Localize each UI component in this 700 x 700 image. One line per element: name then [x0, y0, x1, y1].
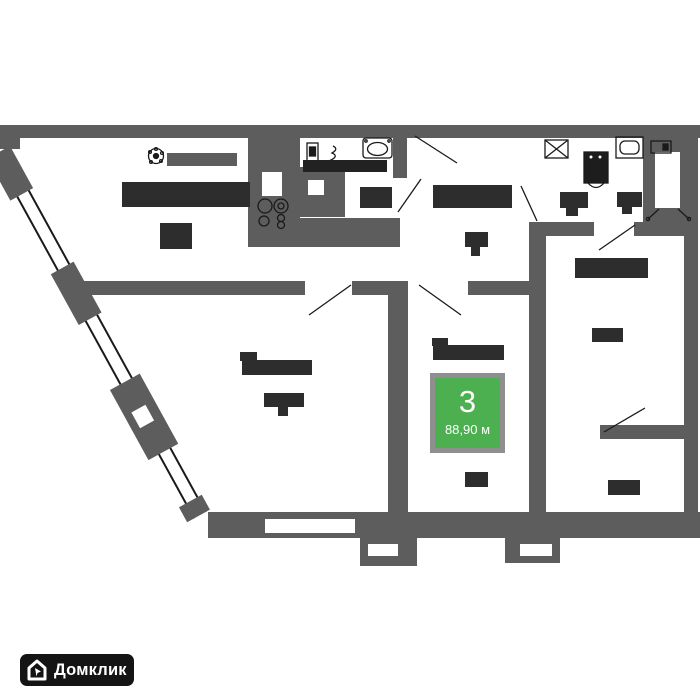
- rooms-count-badge-inner: 3 88,90 м: [435, 378, 500, 448]
- towel-rail-icon: [329, 145, 337, 165]
- hall-area-block-tab: [471, 247, 480, 256]
- room-area-block: [160, 223, 192, 249]
- right-rooms-divider-wall: [600, 425, 684, 439]
- door-swing-bathroom: [397, 178, 422, 213]
- entry-door-swing: [414, 135, 458, 164]
- kitchen-label-tab: [566, 208, 578, 216]
- hall-label-block: [433, 185, 512, 208]
- right-room-label-block: [575, 258, 648, 278]
- rooms-count-badge: 3 88,90 м: [430, 373, 505, 453]
- shaft-pocket: [262, 172, 282, 196]
- kitchen-area-block: [617, 192, 642, 207]
- domclick-logo-text: Домклик: [54, 660, 127, 679]
- hob-icon: [544, 139, 569, 159]
- vent-icon: [147, 146, 165, 165]
- living-area-block: [264, 393, 304, 407]
- kitchen-wall-left: [546, 222, 594, 236]
- washbasin-icon: [362, 137, 393, 159]
- living-area-tab: [278, 407, 288, 416]
- bathroom-label-block: [360, 187, 392, 208]
- kitchen-sink-icon: [615, 136, 644, 159]
- living-label-tab: [240, 352, 257, 361]
- door-swing-living: [308, 284, 352, 316]
- diagonal-wall-pier: [109, 373, 179, 461]
- glazing-line-inner: [0, 154, 196, 519]
- door-swing-hall: [418, 284, 462, 316]
- badge-rooms-count: 3: [458, 384, 477, 419]
- loggia-pocket: [655, 152, 680, 208]
- outer-wall-right: [684, 125, 698, 523]
- door-swing-kitchen: [520, 185, 538, 222]
- kitchen-label-block: [560, 192, 588, 208]
- hall-wall-mid: [352, 281, 390, 295]
- outer-wall-top-left-corner: [0, 125, 20, 149]
- kitchen-wall-right: [634, 222, 684, 236]
- window-bay-a: [368, 544, 398, 556]
- hallway-area-block: [465, 472, 488, 487]
- door-swing-right-room: [598, 224, 636, 251]
- domclick-logo: Домклик: [20, 654, 134, 686]
- bathroom-door-stub: [393, 138, 407, 178]
- hallway-label-tab: [432, 338, 448, 346]
- room-label-block: [122, 182, 250, 207]
- bottom-right-room-label-block: [608, 480, 640, 495]
- hallway-label-block: [433, 345, 504, 360]
- living-label-block: [242, 360, 312, 375]
- window-bottom-left: [265, 519, 355, 533]
- diagonal-wall-shaft: [131, 404, 155, 429]
- outer-wall-top: [0, 125, 700, 138]
- bathroom-south-wall: [288, 218, 400, 247]
- kitchen-area-tab: [622, 207, 632, 214]
- window-bay-b: [520, 544, 552, 556]
- water-heater-icon: [306, 142, 319, 166]
- house-icon: [27, 659, 47, 681]
- hall-area-block: [465, 232, 488, 247]
- wardrobe-band: [167, 153, 237, 166]
- oven-icon: [583, 151, 609, 189]
- badge-area: 88,90 м: [444, 422, 491, 437]
- right-room-area-block: [592, 328, 623, 342]
- wall-vertical-east: [529, 222, 546, 513]
- bathroom-shaft: [308, 180, 324, 195]
- hall-wall-left: [75, 281, 305, 295]
- wall-vertical-west: [388, 281, 408, 513]
- hall-wall-right: [468, 281, 530, 295]
